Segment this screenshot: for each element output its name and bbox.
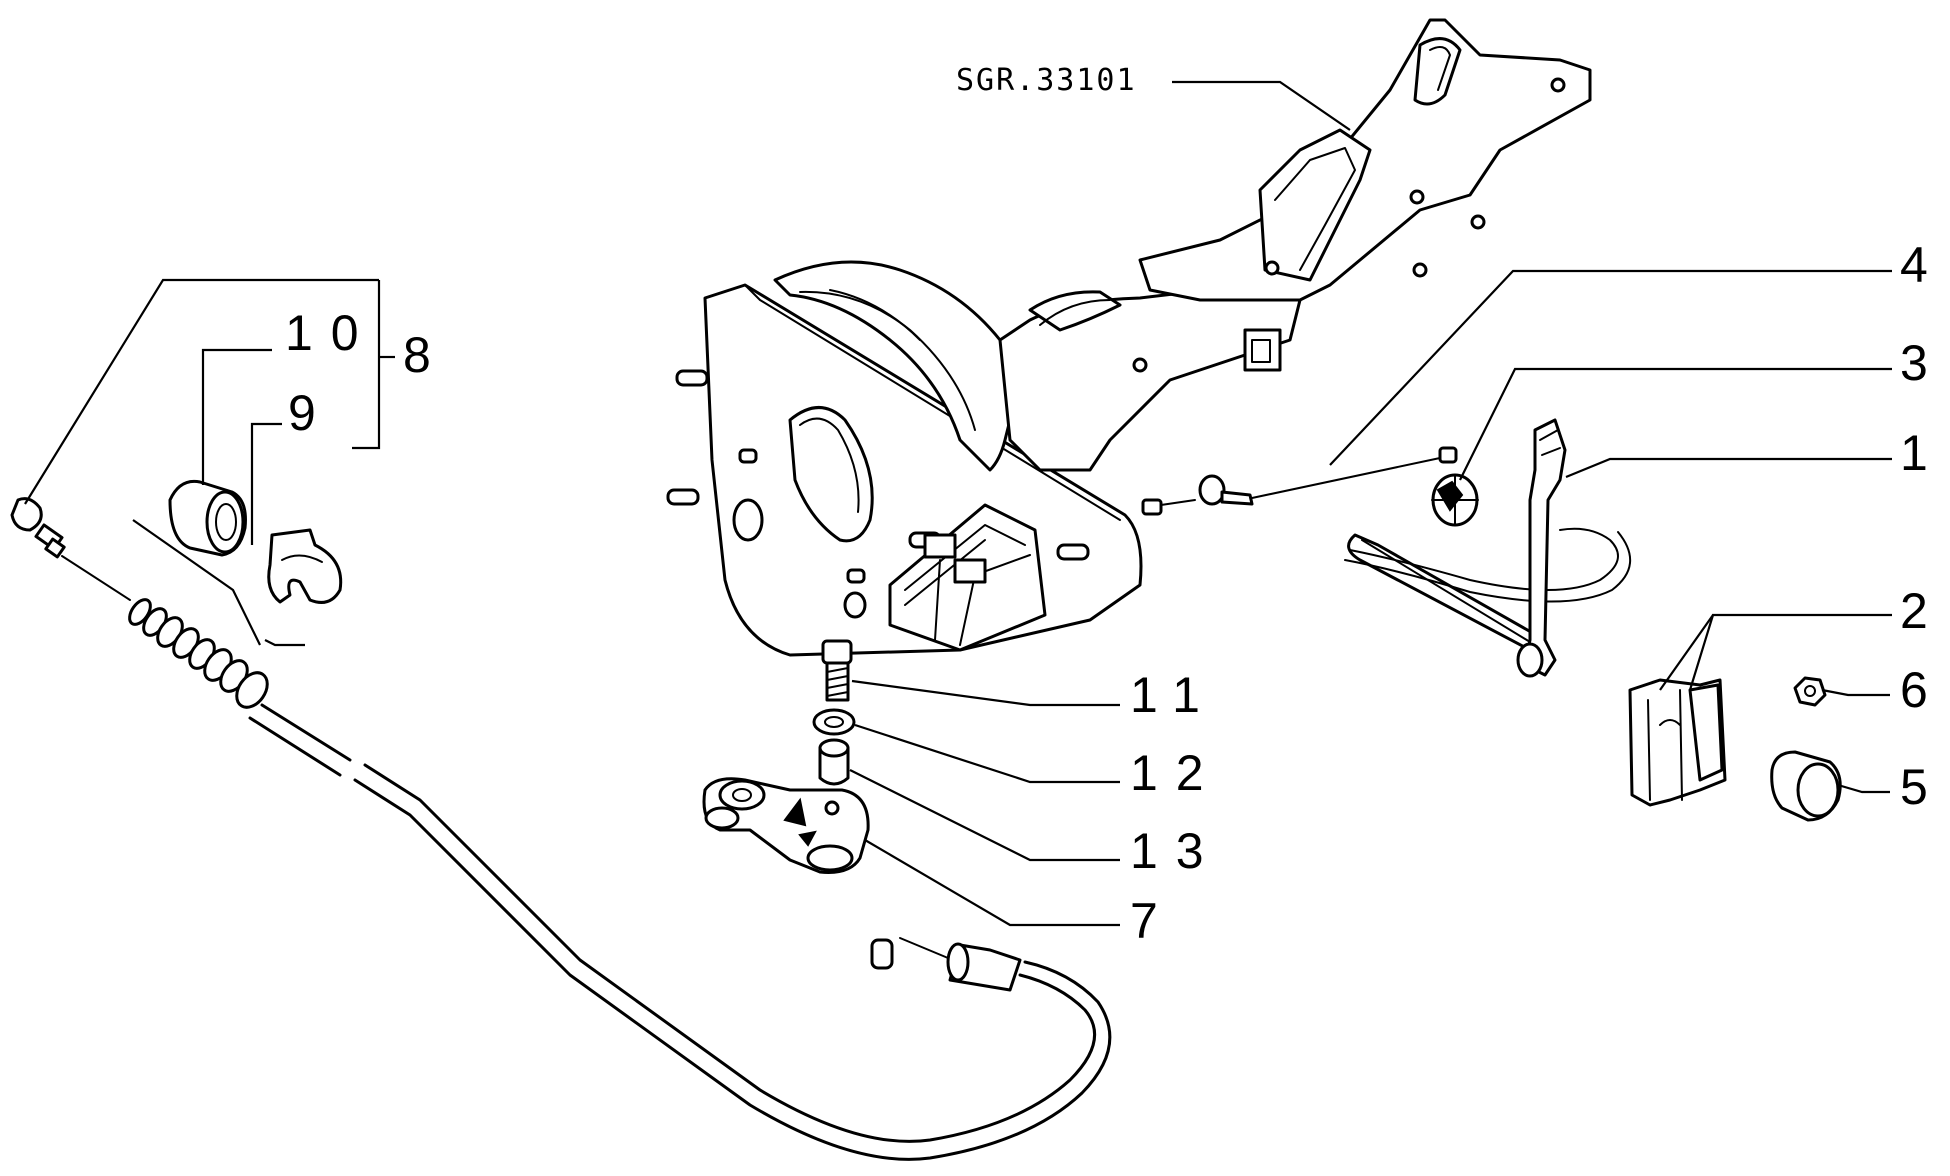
part-11-bolt <box>821 639 853 702</box>
callout-4: 4 <box>1900 237 1946 293</box>
callout-11: 11 <box>1130 667 1218 723</box>
callout-8: 8 <box>403 327 449 383</box>
callout-9: 9 <box>288 385 334 441</box>
callout-6: 6 <box>1900 662 1946 718</box>
reference-code: SGR.33101 <box>956 63 1137 98</box>
clutch-cable <box>10 497 1112 1161</box>
callout-13: 13 <box>1130 823 1222 879</box>
cable-bellows <box>128 598 269 709</box>
leader-lines <box>24 80 1892 927</box>
callout-7: 7 <box>1130 893 1176 949</box>
callout-10: 10 <box>285 305 377 361</box>
part-2-bracket <box>1628 678 1727 807</box>
callout-1: 1 <box>1900 425 1946 481</box>
part-6-nut <box>1793 676 1827 707</box>
part-7-lever <box>702 777 870 874</box>
callout-12: 12 <box>1130 745 1222 801</box>
callout-3: 3 <box>1900 335 1946 391</box>
pedal-box-housing <box>666 18 1592 657</box>
callout-2: 2 <box>1900 583 1946 639</box>
callout-5: 5 <box>1900 759 1946 815</box>
part-10-grommet <box>168 479 247 557</box>
part-5-bushing <box>1770 750 1842 822</box>
part-9-clip <box>267 528 343 604</box>
part-13-spacer <box>818 738 850 786</box>
part-12-washer <box>812 708 856 736</box>
callout-labels: SGR.33101 4 3 1 2 6 5 11 12 13 7 8 10 9 <box>285 63 1946 949</box>
part-3-wheel <box>1431 473 1479 527</box>
part-4-rod <box>1141 446 1458 516</box>
part-1-pedal-rod <box>1344 418 1632 678</box>
